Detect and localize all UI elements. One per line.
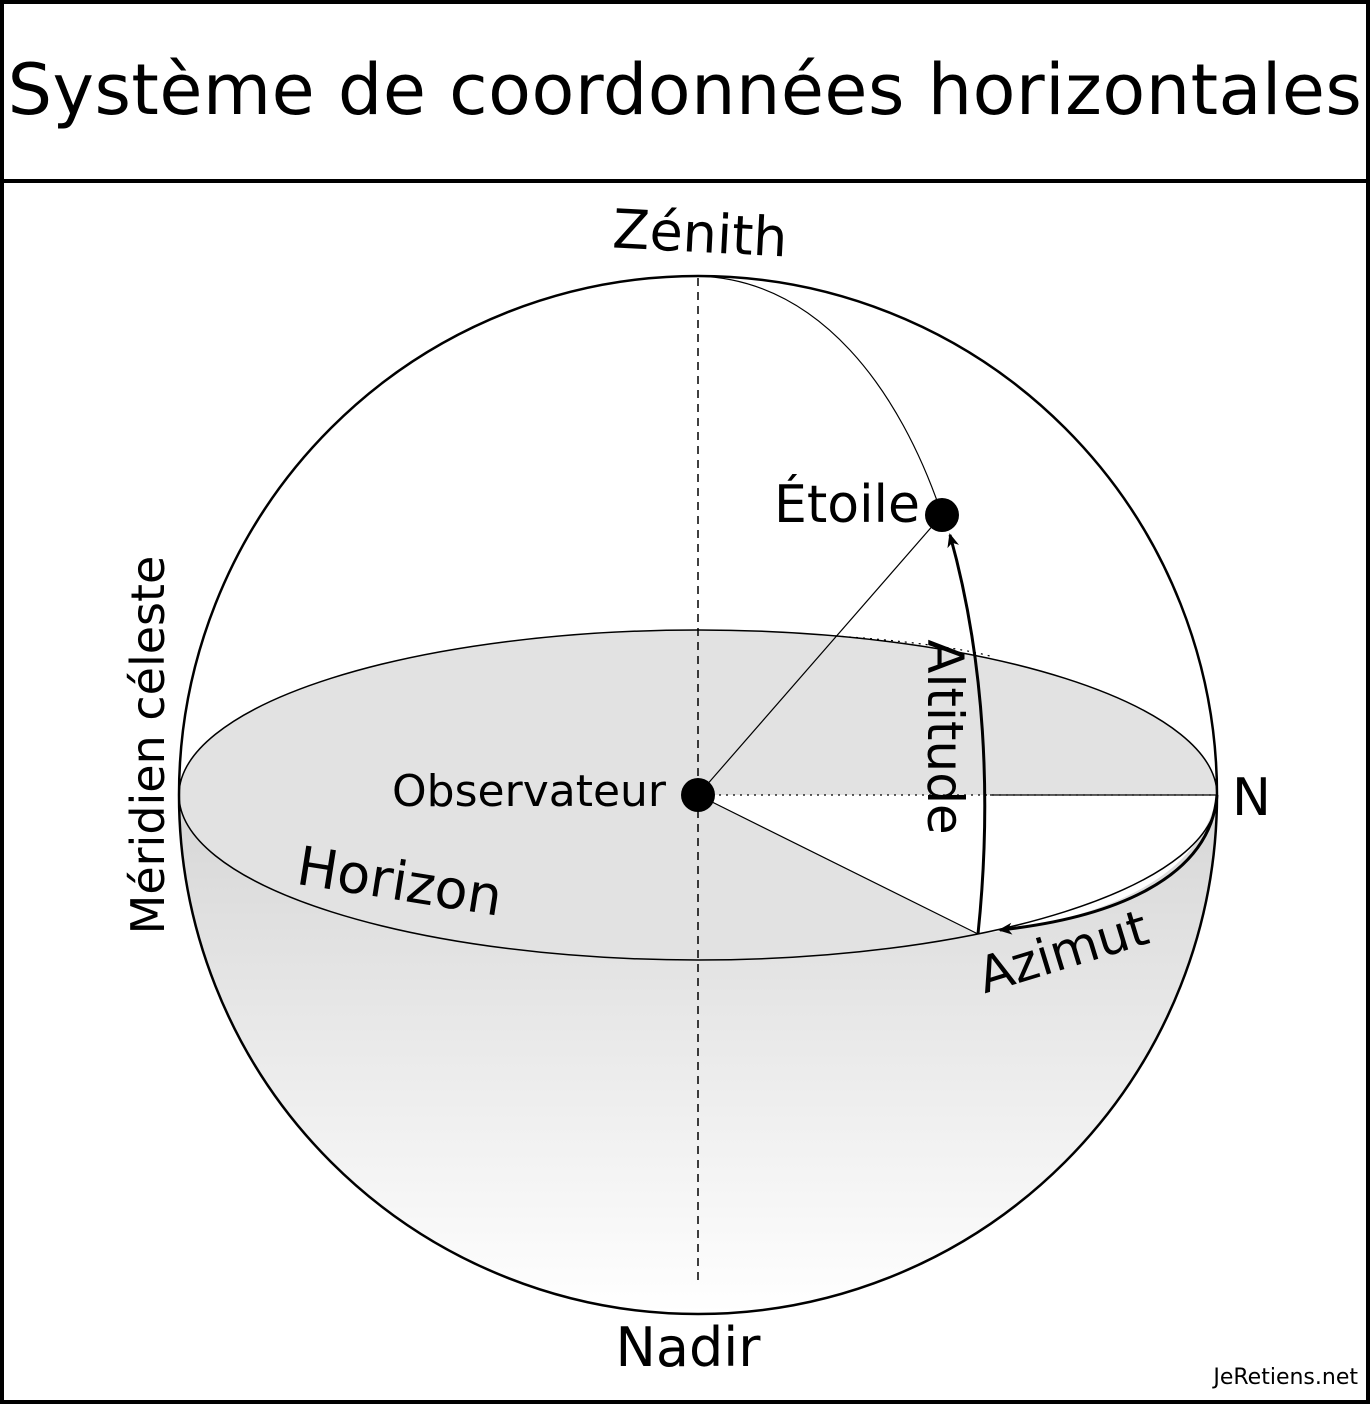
credit-watermark: JeRetiens.net	[1213, 1365, 1358, 1390]
altitude-arrow	[947, 533, 987, 935]
title-box: Système de coordonnées horizontales	[0, 0, 1370, 183]
observer-star-line	[697, 514, 943, 796]
north-label: N	[1232, 768, 1271, 828]
nadir-label: Nadir	[616, 1316, 762, 1379]
star-label: Étoile	[774, 474, 920, 535]
altitude-sector	[698, 795, 1217, 934]
meridian-label: Méridien céleste	[121, 556, 175, 935]
zenith-label: Zénith	[611, 197, 789, 269]
observer-label: Observateur	[392, 766, 667, 817]
observer-point	[681, 778, 715, 812]
star-meridian-arc	[697, 275, 943, 516]
altitude-label: Altitude	[916, 639, 974, 834]
star-point	[925, 498, 959, 532]
observer-foot-line	[697, 794, 979, 935]
horizon-back-dotted	[834, 635, 991, 657]
diagram-title: Système de coordonnées horizontales	[7, 48, 1363, 131]
azimuth-arrow	[998, 794, 1219, 935]
